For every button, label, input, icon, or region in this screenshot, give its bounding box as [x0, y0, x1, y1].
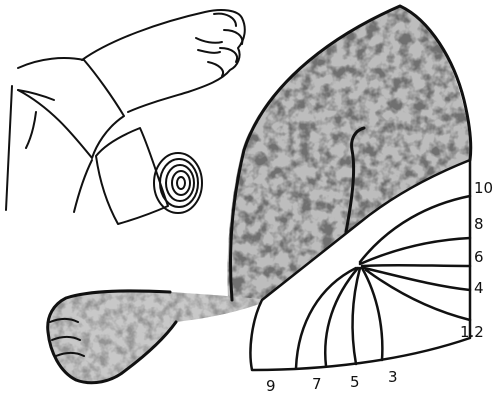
label-bottom-2: 5: [350, 373, 360, 391]
turn-6: [362, 265, 470, 266]
label-right-4: 1.2: [460, 323, 484, 341]
foot-dorsum-outline: [82, 10, 245, 112]
label-right-2: 6: [474, 248, 484, 266]
label-right-3: 4: [474, 279, 484, 297]
label-right-0: 10: [474, 179, 493, 197]
heel-band: [96, 128, 168, 224]
label-bottom-3: 3: [388, 368, 398, 386]
bandage-roll-icon: [154, 153, 202, 213]
leg-contour: [6, 86, 36, 210]
ankle-band-edge: [18, 90, 54, 100]
foot-illustration: [6, 10, 245, 224]
ankle-band: [18, 58, 124, 158]
label-right-1: 8: [474, 215, 484, 233]
label-bottom-1: 7: [312, 375, 322, 393]
heel-band-lower: [74, 160, 92, 212]
label-bottom-0: 9: [266, 377, 276, 395]
